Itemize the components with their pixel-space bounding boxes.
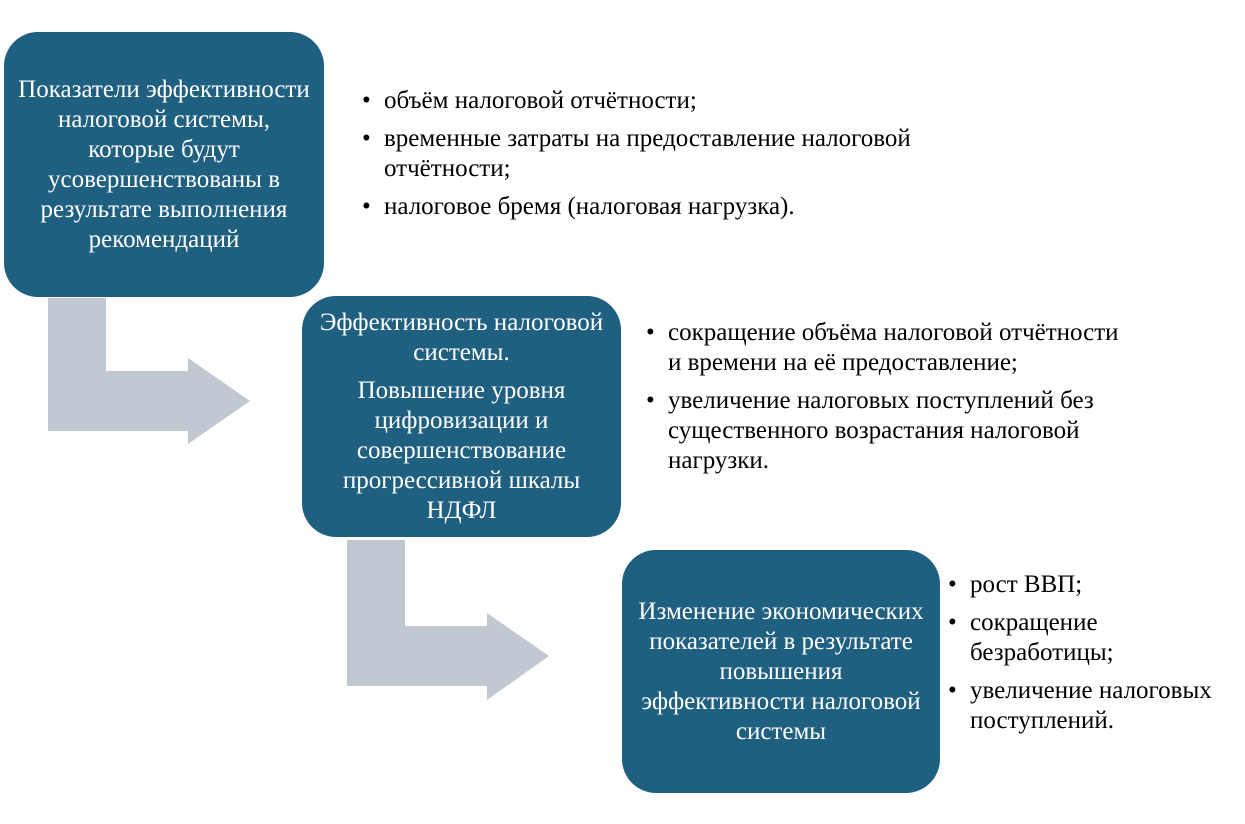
elbow-arrow-icon bbox=[347, 540, 549, 700]
efficiency-box: Эффективность налоговой системы. Повышен… bbox=[302, 296, 621, 537]
economic-indicators-box-text: Изменение экономических показателей в ре… bbox=[638, 597, 924, 745]
list-item: объём налоговой отчётности; bbox=[362, 86, 952, 116]
elbow-arrow-2-shape bbox=[347, 540, 549, 700]
efficiency-list: сокращение объёма налоговой отчётности и… bbox=[646, 318, 1136, 484]
list-item: временные затраты на предоставление нало… bbox=[362, 124, 952, 184]
list-item: увеличение налоговых поступлений без сущ… bbox=[646, 386, 1136, 476]
list-item: налоговое бремя (налоговая нагрузка). bbox=[362, 192, 952, 222]
efficiency-box-title: Эффективность налоговой системы. bbox=[319, 308, 604, 366]
list-item: рост ВВП; bbox=[948, 570, 1218, 600]
indicators-list: объём налоговой отчётности; временные за… bbox=[362, 86, 952, 230]
indicators-box: Показатели эффективности налоговой систе… bbox=[4, 32, 324, 297]
list-item: сокращение безработицы; bbox=[948, 608, 1218, 668]
economic-indicators-list: рост ВВП; сокращение безработицы; увелич… bbox=[948, 570, 1218, 744]
efficiency-box-text: Повышение уровня цифровизации и совершен… bbox=[342, 376, 581, 524]
elbow-arrow-icon bbox=[48, 298, 250, 444]
indicators-box-text: Показатели эффективности налоговой систе… bbox=[18, 75, 310, 253]
list-item: сокращение объёма налоговой отчётности и… bbox=[646, 318, 1136, 378]
economic-indicators-box: Изменение экономических показателей в ре… bbox=[622, 550, 940, 793]
elbow-arrow-1-shape bbox=[48, 298, 250, 444]
list-item: увеличение налоговых поступлений. bbox=[948, 676, 1218, 736]
